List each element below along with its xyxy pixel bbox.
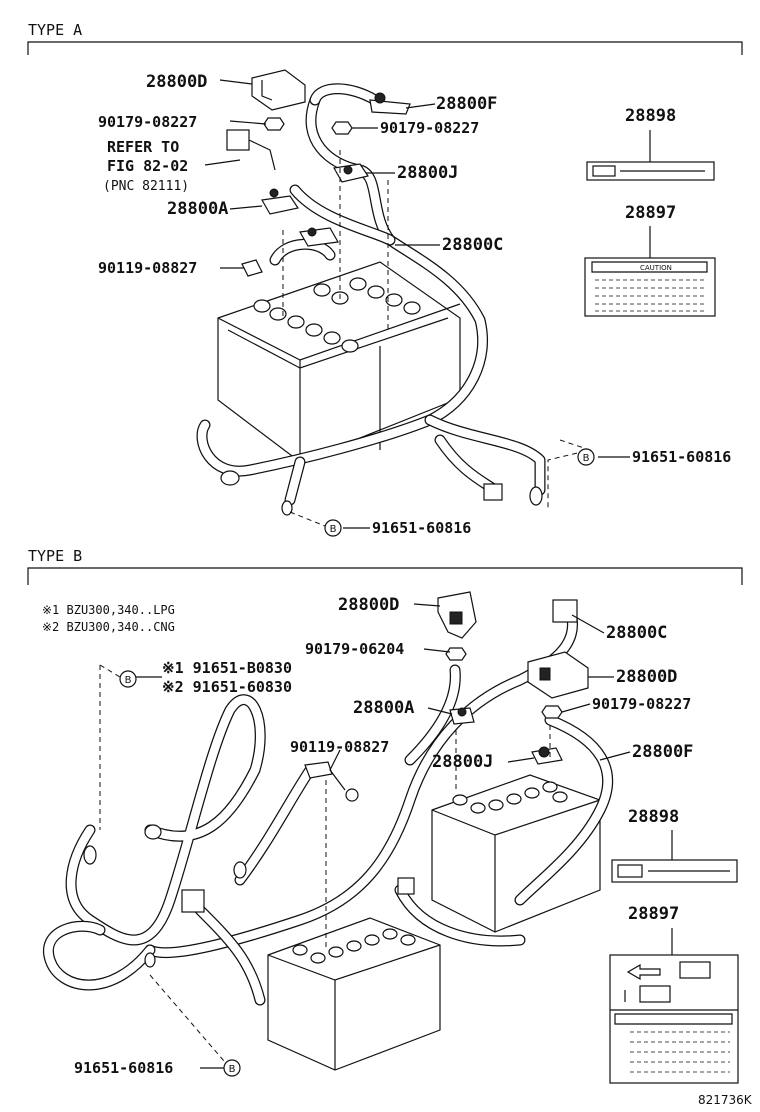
terminal-28800J-a xyxy=(333,163,369,183)
relay-box-a xyxy=(226,129,276,171)
leaders-type-b xyxy=(99,603,631,1069)
leaders-type-a xyxy=(204,79,630,529)
label-s1-91651-B0830: ※1 91651-B0830 xyxy=(162,659,292,677)
svg-text:B: B xyxy=(330,524,337,535)
bolt-marker-icon: B xyxy=(577,448,595,466)
label-refer-fig: FIG 82-02 xyxy=(107,157,188,175)
type-a-frame xyxy=(27,41,743,55)
label-28898-a: 28898 xyxy=(625,106,676,126)
label-91651-60816-a-bottom: 91651-60816 xyxy=(372,519,471,537)
battery-type-a xyxy=(217,261,461,463)
label-91651-60816-a-right: 91651-60816 xyxy=(632,448,731,466)
battery-type-b-right xyxy=(431,774,601,933)
terminal-cover-28800D-a xyxy=(251,69,306,111)
terminal-28800F-a xyxy=(369,92,411,115)
bolt-marker-icon: B xyxy=(223,1059,241,1077)
bolt-90119-a xyxy=(241,259,263,277)
label-28800F-a: 28800F xyxy=(436,94,497,114)
label-90179-08227-a-left: 90179-08227 xyxy=(98,113,197,131)
label-28800F-b: 28800F xyxy=(632,742,693,762)
cable-end-b xyxy=(83,824,415,968)
label-28800D-b-right: 28800D xyxy=(616,667,677,687)
label-91651-60816-b: 91651-60816 xyxy=(74,1059,173,1077)
terminal-28800A-a xyxy=(261,188,299,215)
label-s2-91651-60830: ※2 91651-60830 xyxy=(162,678,292,696)
note-lpg: ※1 BZU300,340..LPG xyxy=(42,603,175,617)
terminal-28800J-b xyxy=(531,746,563,765)
type-a-heading: TYPE A xyxy=(28,21,82,39)
label-28800D-a: 28800D xyxy=(146,72,207,92)
figure-id: 821736K xyxy=(698,1093,753,1107)
label-28897-a: 28897 xyxy=(625,203,676,223)
label-refer-to: REFER TO xyxy=(107,138,179,156)
cable-harness-type-b xyxy=(42,604,614,1006)
label-90179-06204: 90179-06204 xyxy=(305,640,404,658)
terminal-cover-28800D-b-top xyxy=(437,591,477,639)
label-28800J-b: 28800J xyxy=(432,752,493,772)
label-plate-28898-b xyxy=(611,830,738,883)
label-90119-08827-a: 90119-08827 xyxy=(98,259,197,277)
label-plate-28898-a xyxy=(586,130,715,181)
nut-90179-a xyxy=(263,117,353,135)
bolt-marker-icon: B xyxy=(324,519,342,537)
label-refer-pnc: (PNC 82111) xyxy=(103,179,189,194)
svg-text:B: B xyxy=(125,675,132,686)
caution-plate-28897-b xyxy=(609,928,739,1084)
label-28800D-b-top: 28800D xyxy=(338,595,399,615)
label-90119-08827-b: 90119-08827 xyxy=(290,738,389,756)
label-28898-b: 28898 xyxy=(628,807,679,827)
label-28800C-a: 28800C xyxy=(442,235,503,255)
terminal-center-a xyxy=(299,227,339,247)
type-b-frame xyxy=(27,567,743,585)
caution-text: CAUTION xyxy=(640,264,672,272)
terminal-90119-b xyxy=(304,761,359,802)
label-28897-b: 28897 xyxy=(628,904,679,924)
cable-end-a xyxy=(220,470,543,516)
battery-type-b-left xyxy=(267,917,441,1071)
caution-plate-28897-a: CAUTION xyxy=(584,226,716,317)
label-28800C-b: 28800C xyxy=(606,623,667,643)
label-28800J-a: 28800J xyxy=(397,163,458,183)
nut-b xyxy=(445,647,563,719)
svg-text:B: B xyxy=(229,1064,236,1075)
label-90179-08227-b: 90179-08227 xyxy=(592,695,691,713)
terminal-cover-28800D-b-right xyxy=(527,651,589,699)
label-28800A-b: 28800A xyxy=(353,698,414,718)
bolt-marker-icon: B xyxy=(119,670,137,688)
connector-28800C-b xyxy=(552,599,578,623)
label-90179-08227-a-right: 90179-08227 xyxy=(380,119,479,137)
svg-text:B: B xyxy=(583,453,590,464)
terminal-28800A-b xyxy=(449,707,475,725)
note-cng: ※2 BZU300,340..CNG xyxy=(42,620,175,634)
type-b-heading: TYPE B xyxy=(28,547,82,565)
label-28800A-a: 28800A xyxy=(167,199,228,219)
